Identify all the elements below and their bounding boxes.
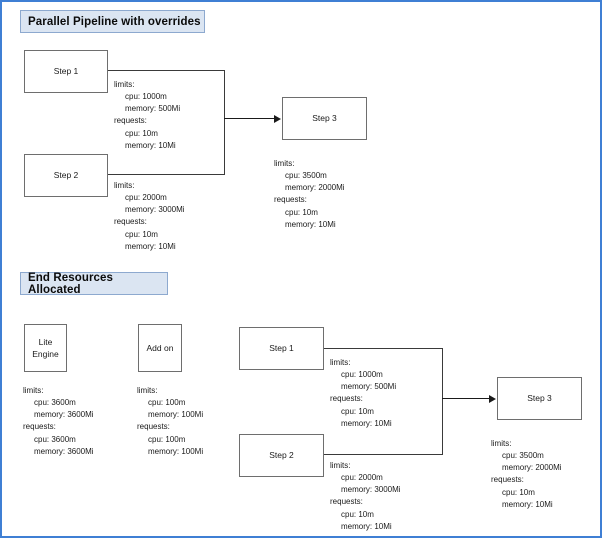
add-on-requests-memory: memory: 100Mi bbox=[148, 446, 204, 456]
bottom-step1-limits-key: limits: bbox=[330, 358, 351, 367]
bottom-step3-limits-cpu: cpu: 3500m bbox=[502, 451, 544, 461]
top-step2-resources: limits: cpu: 2000m memory: 3000Mi reques… bbox=[114, 180, 185, 253]
top-step2-limits-memory: memory: 3000Mi bbox=[125, 205, 185, 215]
bottom-step3-resources: limits: cpu: 3500m memory: 2000Mi reques… bbox=[491, 438, 562, 511]
bottom-step2-label: Step 2 bbox=[269, 450, 294, 461]
bottom-step3-limits-key: limits: bbox=[491, 439, 512, 448]
bottom-step2-requests-cpu: cpu: 10m bbox=[341, 509, 374, 519]
top-edge-to-step3-line bbox=[224, 118, 275, 120]
bottom-step2-requests-memory: memory: 10Mi bbox=[341, 521, 392, 531]
add-on-box[interactable]: Add on bbox=[138, 324, 182, 372]
bottom-step2-resources: limits: cpu: 2000m memory: 3000Mi reques… bbox=[330, 460, 401, 533]
bottom-step2-requests-key: requests: bbox=[330, 497, 363, 507]
bottom-step1-requests-memory: memory: 10Mi bbox=[341, 418, 392, 428]
bottom-step2-limits-key: limits: bbox=[330, 461, 351, 470]
add-on-requests-key: requests: bbox=[137, 422, 170, 432]
bottom-step3-box[interactable]: Step 3 bbox=[497, 377, 582, 420]
top-step3-resources: limits: cpu: 3500m memory: 2000Mi reques… bbox=[274, 158, 345, 231]
top-step1-requests-memory: memory: 10Mi bbox=[125, 140, 176, 150]
bottom-edge-step2-horizontal bbox=[324, 454, 443, 455]
top-step1-box[interactable]: Step 1 bbox=[24, 50, 108, 93]
top-step2-requests-cpu: cpu: 10m bbox=[125, 229, 158, 239]
bottom-edge-vertical-join bbox=[442, 348, 443, 454]
bottom-step3-label: Step 3 bbox=[527, 393, 552, 404]
top-step1-requests-cpu: cpu: 10m bbox=[125, 128, 158, 138]
top-step1-label: Step 1 bbox=[53, 66, 79, 77]
add-on-requests-cpu: cpu: 100m bbox=[148, 434, 186, 444]
bottom-step3-limits-memory: memory: 2000Mi bbox=[502, 463, 562, 473]
top-step2-box[interactable]: Step 2 bbox=[24, 154, 108, 197]
lite-engine-label-line1: Lite bbox=[38, 336, 53, 347]
section-title-parallel-pipeline-label: Parallel Pipeline with overrides bbox=[28, 15, 201, 28]
top-step3-box[interactable]: Step 3 bbox=[282, 97, 367, 140]
lite-engine-box[interactable]: Lite Engine bbox=[24, 324, 67, 372]
bottom-step3-requests-cpu: cpu: 10m bbox=[502, 487, 535, 497]
add-on-limits-key: limits: bbox=[137, 386, 158, 395]
bottom-step1-requests-cpu: cpu: 10m bbox=[341, 406, 374, 416]
top-step2-limits-cpu: cpu: 2000m bbox=[125, 193, 167, 203]
top-step3-label: Step 3 bbox=[312, 113, 337, 124]
bottom-edge-to-step3-line bbox=[442, 398, 490, 400]
add-on-limits-cpu: cpu: 100m bbox=[148, 398, 186, 408]
lite-engine-requests-memory: memory: 3600Mi bbox=[34, 446, 94, 456]
bottom-step2-box[interactable]: Step 2 bbox=[239, 434, 324, 477]
add-on-limits-memory: memory: 100Mi bbox=[148, 410, 204, 420]
top-step3-requests-cpu: cpu: 10m bbox=[285, 207, 318, 217]
bottom-step1-limits-memory: memory: 500Mi bbox=[341, 382, 397, 392]
top-edge-to-step3-arrowhead bbox=[274, 115, 281, 123]
top-step2-requests-memory: memory: 10Mi bbox=[125, 241, 176, 251]
bottom-step1-requests-key: requests: bbox=[330, 394, 363, 404]
top-step1-requests-key: requests: bbox=[114, 116, 147, 126]
section-title-end-resources: End Resources Allocated bbox=[20, 271, 168, 296]
lite-engine-requests-key: requests: bbox=[23, 422, 56, 432]
top-step1-limits-memory: memory: 500Mi bbox=[125, 104, 181, 114]
bottom-step1-limits-cpu: cpu: 1000m bbox=[341, 370, 383, 380]
top-step3-limits-key: limits: bbox=[274, 159, 295, 168]
bottom-step2-limits-memory: memory: 3000Mi bbox=[341, 485, 401, 495]
bottom-edge-to-step3-arrowhead bbox=[489, 395, 496, 403]
top-step1-limits-key: limits: bbox=[114, 80, 135, 89]
top-edge-step1-horizontal bbox=[108, 70, 225, 71]
bottom-step1-resources: limits: cpu: 1000m memory: 500Mi request… bbox=[330, 357, 396, 430]
top-step1-resources: limits: cpu: 1000m memory: 500Mi request… bbox=[114, 79, 180, 152]
add-on-label: Add on bbox=[146, 342, 174, 353]
lite-engine-resources: limits: cpu: 3600m memory: 3600Mi reques… bbox=[23, 385, 94, 458]
lite-engine-limits-memory: memory: 3600Mi bbox=[34, 410, 94, 420]
bottom-step1-box[interactable]: Step 1 bbox=[239, 327, 324, 370]
top-step2-requests-key: requests: bbox=[114, 217, 147, 227]
top-edge-step2-horizontal bbox=[108, 174, 225, 175]
bottom-step3-requests-key: requests: bbox=[491, 475, 524, 485]
bottom-step2-limits-cpu: cpu: 2000m bbox=[341, 473, 383, 483]
top-step3-limits-cpu: cpu: 3500m bbox=[285, 171, 327, 181]
section-title-parallel-pipeline: Parallel Pipeline with overrides bbox=[20, 10, 205, 33]
top-step1-limits-cpu: cpu: 1000m bbox=[125, 92, 167, 102]
lite-engine-limits-key: limits: bbox=[23, 386, 44, 395]
bottom-step3-requests-memory: memory: 10Mi bbox=[502, 499, 553, 509]
add-on-resources: limits: cpu: 100m memory: 100Mi requests… bbox=[137, 385, 203, 458]
section-title-end-resources-label: End Resources Allocated bbox=[28, 271, 114, 296]
bottom-step1-label: Step 1 bbox=[269, 343, 294, 354]
lite-engine-requests-cpu: cpu: 3600m bbox=[34, 434, 76, 444]
bottom-edge-step1-horizontal bbox=[324, 348, 443, 349]
top-step2-label: Step 2 bbox=[53, 170, 79, 181]
top-step3-requests-memory: memory: 10Mi bbox=[285, 219, 336, 229]
top-step3-limits-memory: memory: 2000Mi bbox=[285, 183, 345, 193]
top-step2-limits-key: limits: bbox=[114, 181, 135, 190]
lite-engine-label-line2: Engine bbox=[32, 349, 59, 359]
lite-engine-limits-cpu: cpu: 3600m bbox=[34, 398, 76, 408]
top-step3-requests-key: requests: bbox=[274, 195, 307, 205]
top-edge-vertical-join bbox=[224, 70, 225, 175]
